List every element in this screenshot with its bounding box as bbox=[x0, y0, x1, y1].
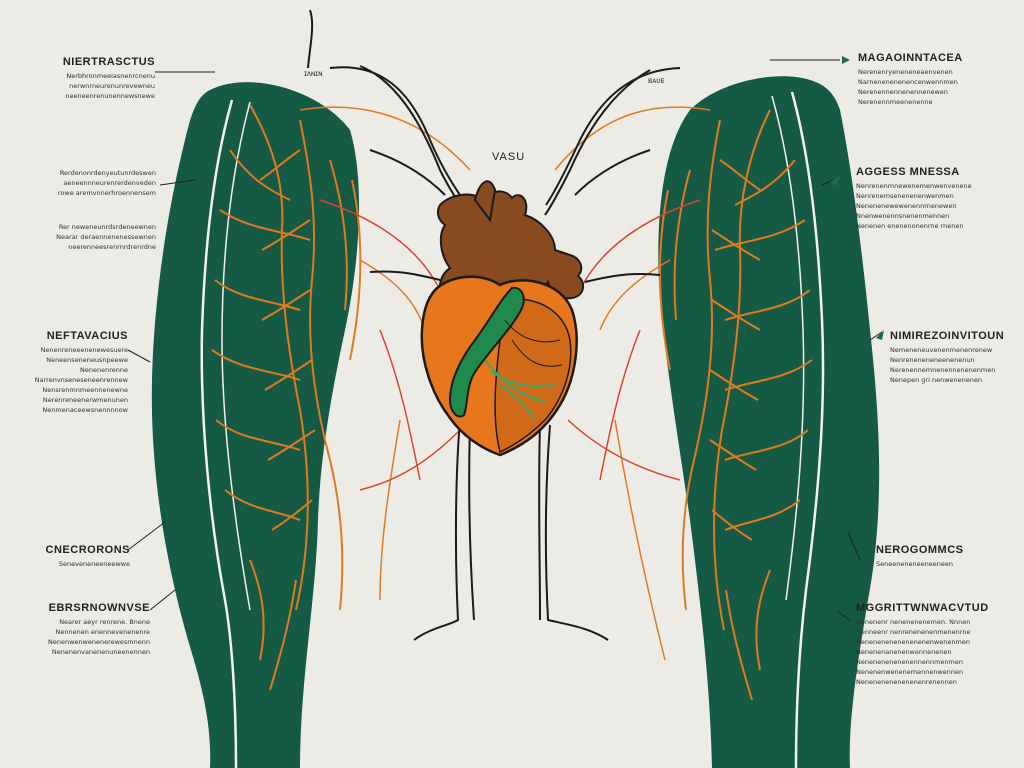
right-orange-nerves bbox=[658, 109, 813, 701]
heart-right-chamber bbox=[494, 298, 572, 454]
label-desc: Nenenreneeenenewesuere Neneenseneneusnpe… bbox=[34, 346, 128, 414]
left-orange-nerves bbox=[211, 104, 362, 691]
right-lung-highlight-2 bbox=[771, 95, 805, 601]
label-title: NEROGOMMCS bbox=[876, 544, 964, 556]
right-lung bbox=[658, 76, 880, 768]
arrow-icon bbox=[830, 176, 840, 186]
left-vagus-nerve bbox=[329, 66, 471, 211]
label-right-2: AGGESS MNESSA Nenrenenmnewenemenwenvenen… bbox=[856, 166, 986, 231]
label-left-1: NIERTRASCTUS Nerbhronmeeiasnenrcnenu ner… bbox=[30, 56, 155, 101]
label-right-4: NEROGOMMCS Seneeneneneeneeneen bbox=[876, 544, 966, 569]
left-lung-body bbox=[151, 82, 360, 768]
label-desc: Rer neweneunrdsrdeneewnen Nearar deraenn… bbox=[56, 223, 156, 251]
label-arrows bbox=[830, 56, 884, 340]
label-desc: Nemeneneuvenenmenenrenew Nenreneneneneen… bbox=[890, 346, 996, 384]
top-left-tag: ɪʌɴɪɴ bbox=[304, 69, 323, 78]
label-title: EBRSRNOWNVSE bbox=[48, 602, 150, 614]
label-desc: Nearer aeyr renrene. Bnene Nennenen enen… bbox=[47, 618, 150, 656]
label-pointers bbox=[127, 59, 883, 621]
label-desc: Seneeneneneeneeneen bbox=[876, 560, 953, 568]
label-right-5: MGGRITTWNWACVTUD Nenenenr nenenenenemen.… bbox=[856, 602, 989, 687]
label-title: MAGAOINNTACEA bbox=[858, 52, 963, 64]
right-lung-body bbox=[658, 76, 880, 768]
label-left-3: Rer neweneunrdsrdeneewnen Nearar deraenn… bbox=[30, 222, 156, 252]
label-desc: Nerbhronmeeiasnenrcnenu nerwnrneurenunre… bbox=[65, 72, 155, 100]
label-left-5: CNECRORONS Seneveneneeneewwe bbox=[40, 544, 130, 569]
label-left-6: EBRSRNOWNVSE Nearer aeyr renrene. Bnene … bbox=[30, 602, 150, 657]
label-left-2: Rerdenonrdenyeutunrdeswen aeneennneurenr… bbox=[26, 168, 156, 198]
label-title: CNECRORONS bbox=[45, 544, 130, 556]
central-vessels bbox=[299, 106, 711, 661]
heart bbox=[420, 180, 585, 457]
top-right-tag: ʙᴀᴜᴇ bbox=[648, 76, 665, 85]
right-vagus-nerve bbox=[545, 67, 681, 206]
label-desc: Nenrenenmnewenemenwenvenene Nenrenemsene… bbox=[856, 182, 972, 230]
label-desc: Rerdenonrdenyeutunrdeswen aeneennneurenr… bbox=[57, 169, 156, 197]
label-right-3: NIMIREZOINVITOUN Nemeneneuvenenmenenrene… bbox=[890, 330, 1010, 385]
arrow-icon bbox=[842, 56, 850, 64]
label-desc: Seneveneneeneewwe bbox=[58, 560, 130, 568]
label-title: AGGESS MNESSA bbox=[856, 166, 960, 178]
label-desc: Nerenenryeneneneaenvenen Narnenenenenenc… bbox=[858, 68, 958, 106]
label-left-4: NEFTAVACIUS Nenenreneeenenewesuere Nenee… bbox=[30, 330, 128, 415]
label-title: NEFTAVACIUS bbox=[46, 330, 128, 342]
vagus-label: VASU bbox=[492, 151, 526, 163]
right-lung-highlight bbox=[790, 91, 825, 768]
label-desc: Nenenenr nenenenenemen. Nnnen Nenneenr n… bbox=[856, 618, 971, 686]
label-title: NIERTRASCTUS bbox=[62, 56, 155, 68]
left-lung-highlight bbox=[200, 99, 238, 768]
label-right-1: MAGAOINNTACEA Nerenenryeneneneaenvenen N… bbox=[858, 52, 978, 107]
left-lung bbox=[151, 82, 360, 768]
label-title: MGGRITTWNWACVTUD bbox=[856, 602, 989, 614]
label-title: NIMIREZOINVITOUN bbox=[890, 330, 1005, 342]
left-lung-highlight-2 bbox=[221, 101, 251, 611]
arrow-icon bbox=[876, 330, 884, 340]
